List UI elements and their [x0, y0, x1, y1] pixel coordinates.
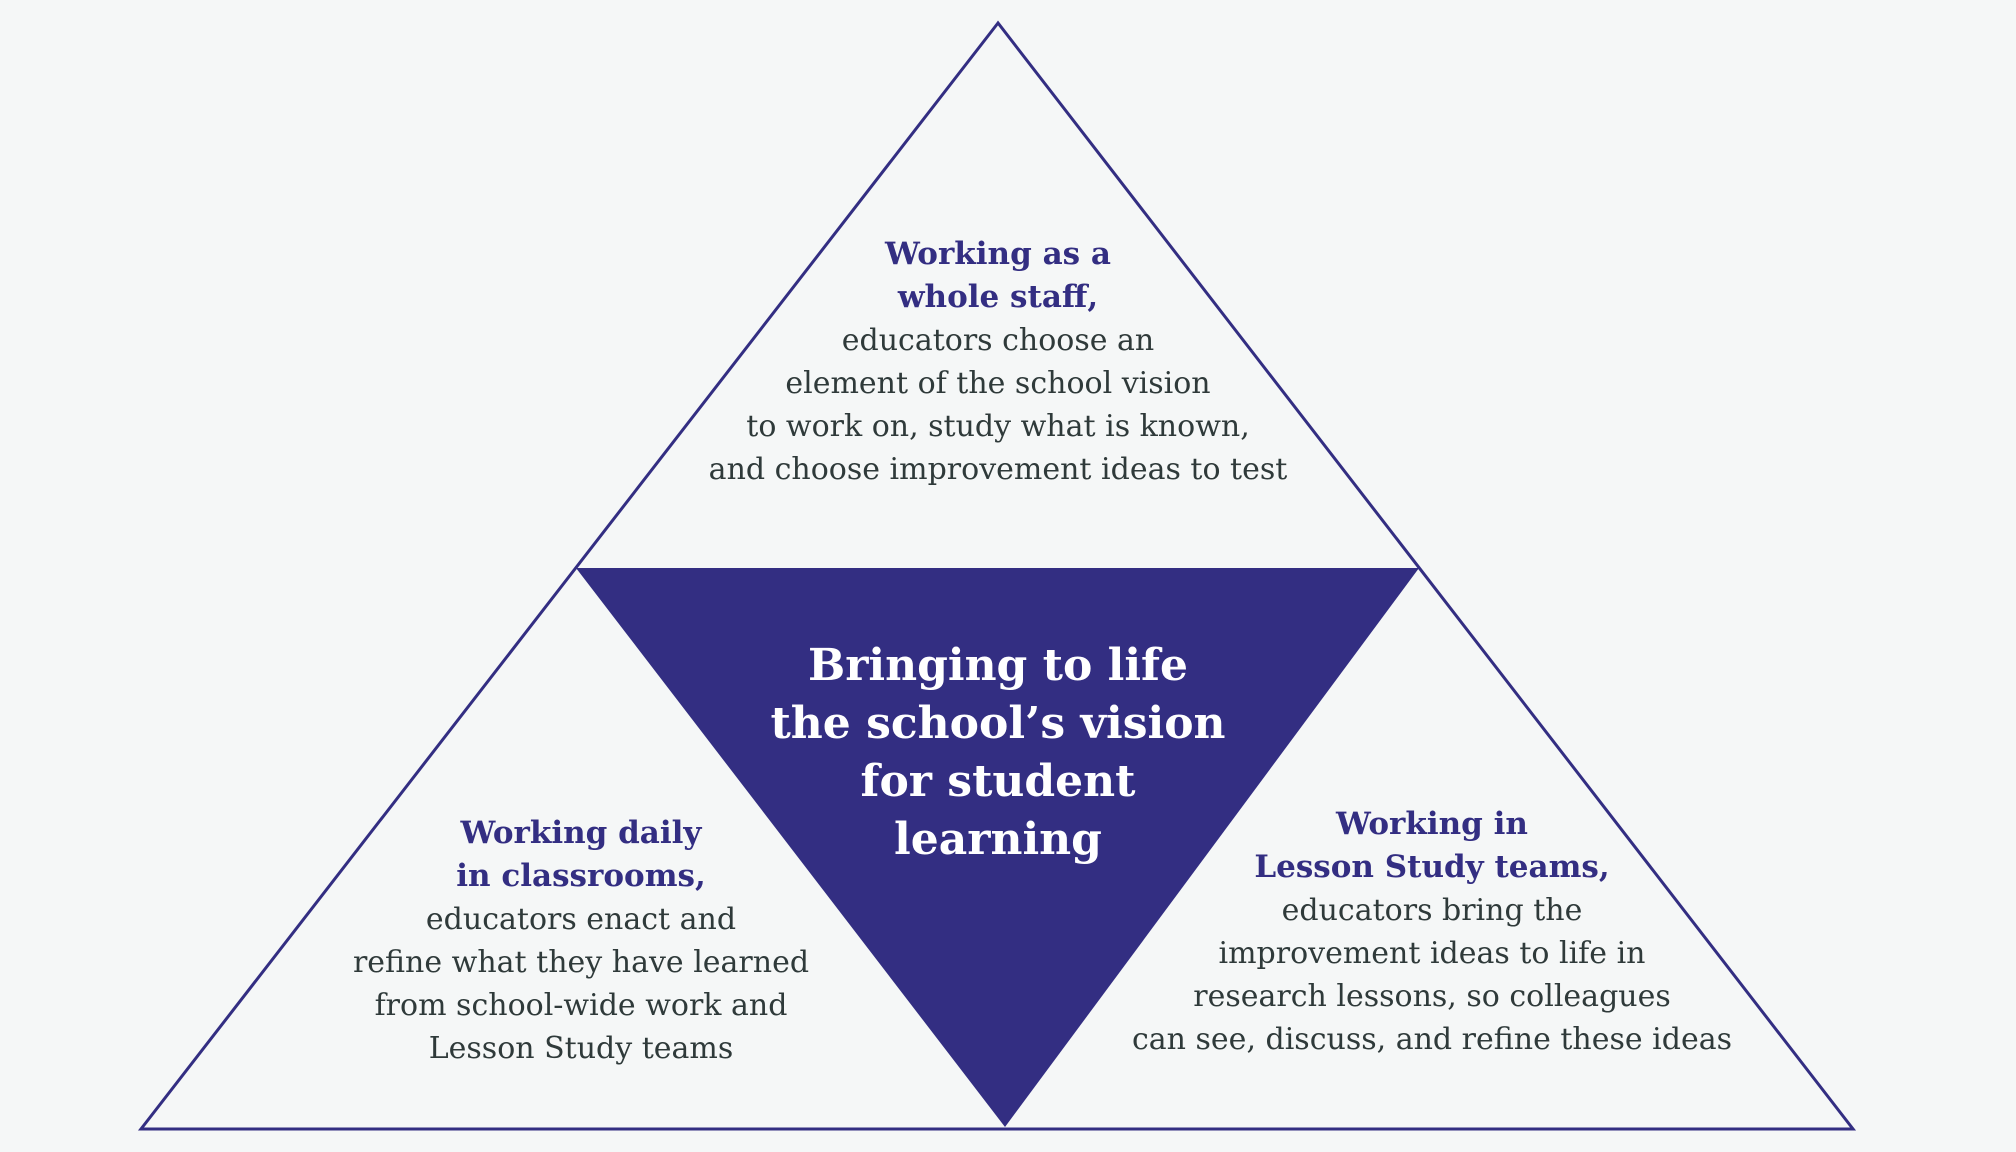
- left-heading-line: Working daily: [460, 815, 702, 851]
- right-heading-line: Lesson Study teams,: [1254, 849, 1610, 885]
- left-body-line: refine what they have learned: [352, 945, 810, 980]
- top-body-line: and choose improvement ideas to test: [708, 452, 1288, 487]
- right-body-line: can see, discuss, and refine these ideas: [1131, 1022, 1733, 1057]
- center-title-line: learning: [894, 814, 1102, 865]
- left-body-line: Lesson Study teams: [428, 1031, 734, 1066]
- right-body-line: improvement ideas to life in: [1218, 936, 1646, 971]
- right-body-line: research lessons, so colleagues: [1193, 979, 1671, 1014]
- left-heading-line: in classrooms,: [456, 858, 706, 894]
- center-title-line: for student: [860, 756, 1136, 807]
- center-title: Bringing to life the school’s vision for…: [770, 637, 1225, 869]
- right-body-line: educators bring the: [1281, 893, 1583, 928]
- inner-triangle: [576, 568, 1419, 1127]
- center-title-line: Bringing to life: [808, 640, 1188, 691]
- left-section-text: Working daily in classrooms, educators e…: [353, 812, 809, 1070]
- top-section-text: Working as a whole staff, educators choo…: [709, 233, 1288, 491]
- top-body-line: to work on, study what is known,: [746, 409, 1250, 444]
- right-section-text: Working in Lesson Study teams, educators…: [1132, 803, 1732, 1061]
- right-heading-line: Working in: [1336, 806, 1528, 842]
- left-body-line: from school-wide work and: [374, 988, 788, 1023]
- top-body-line: element of the school vision: [785, 366, 1211, 401]
- top-heading-line: Working as a: [885, 236, 1111, 272]
- center-title-line: the school’s vision: [770, 698, 1226, 749]
- top-body-line: educators choose an: [841, 323, 1155, 358]
- outer-triangle: [137, 20, 1857, 1131]
- top-heading-line: whole staff,: [897, 279, 1099, 315]
- left-body-line: educators enact and: [425, 902, 737, 937]
